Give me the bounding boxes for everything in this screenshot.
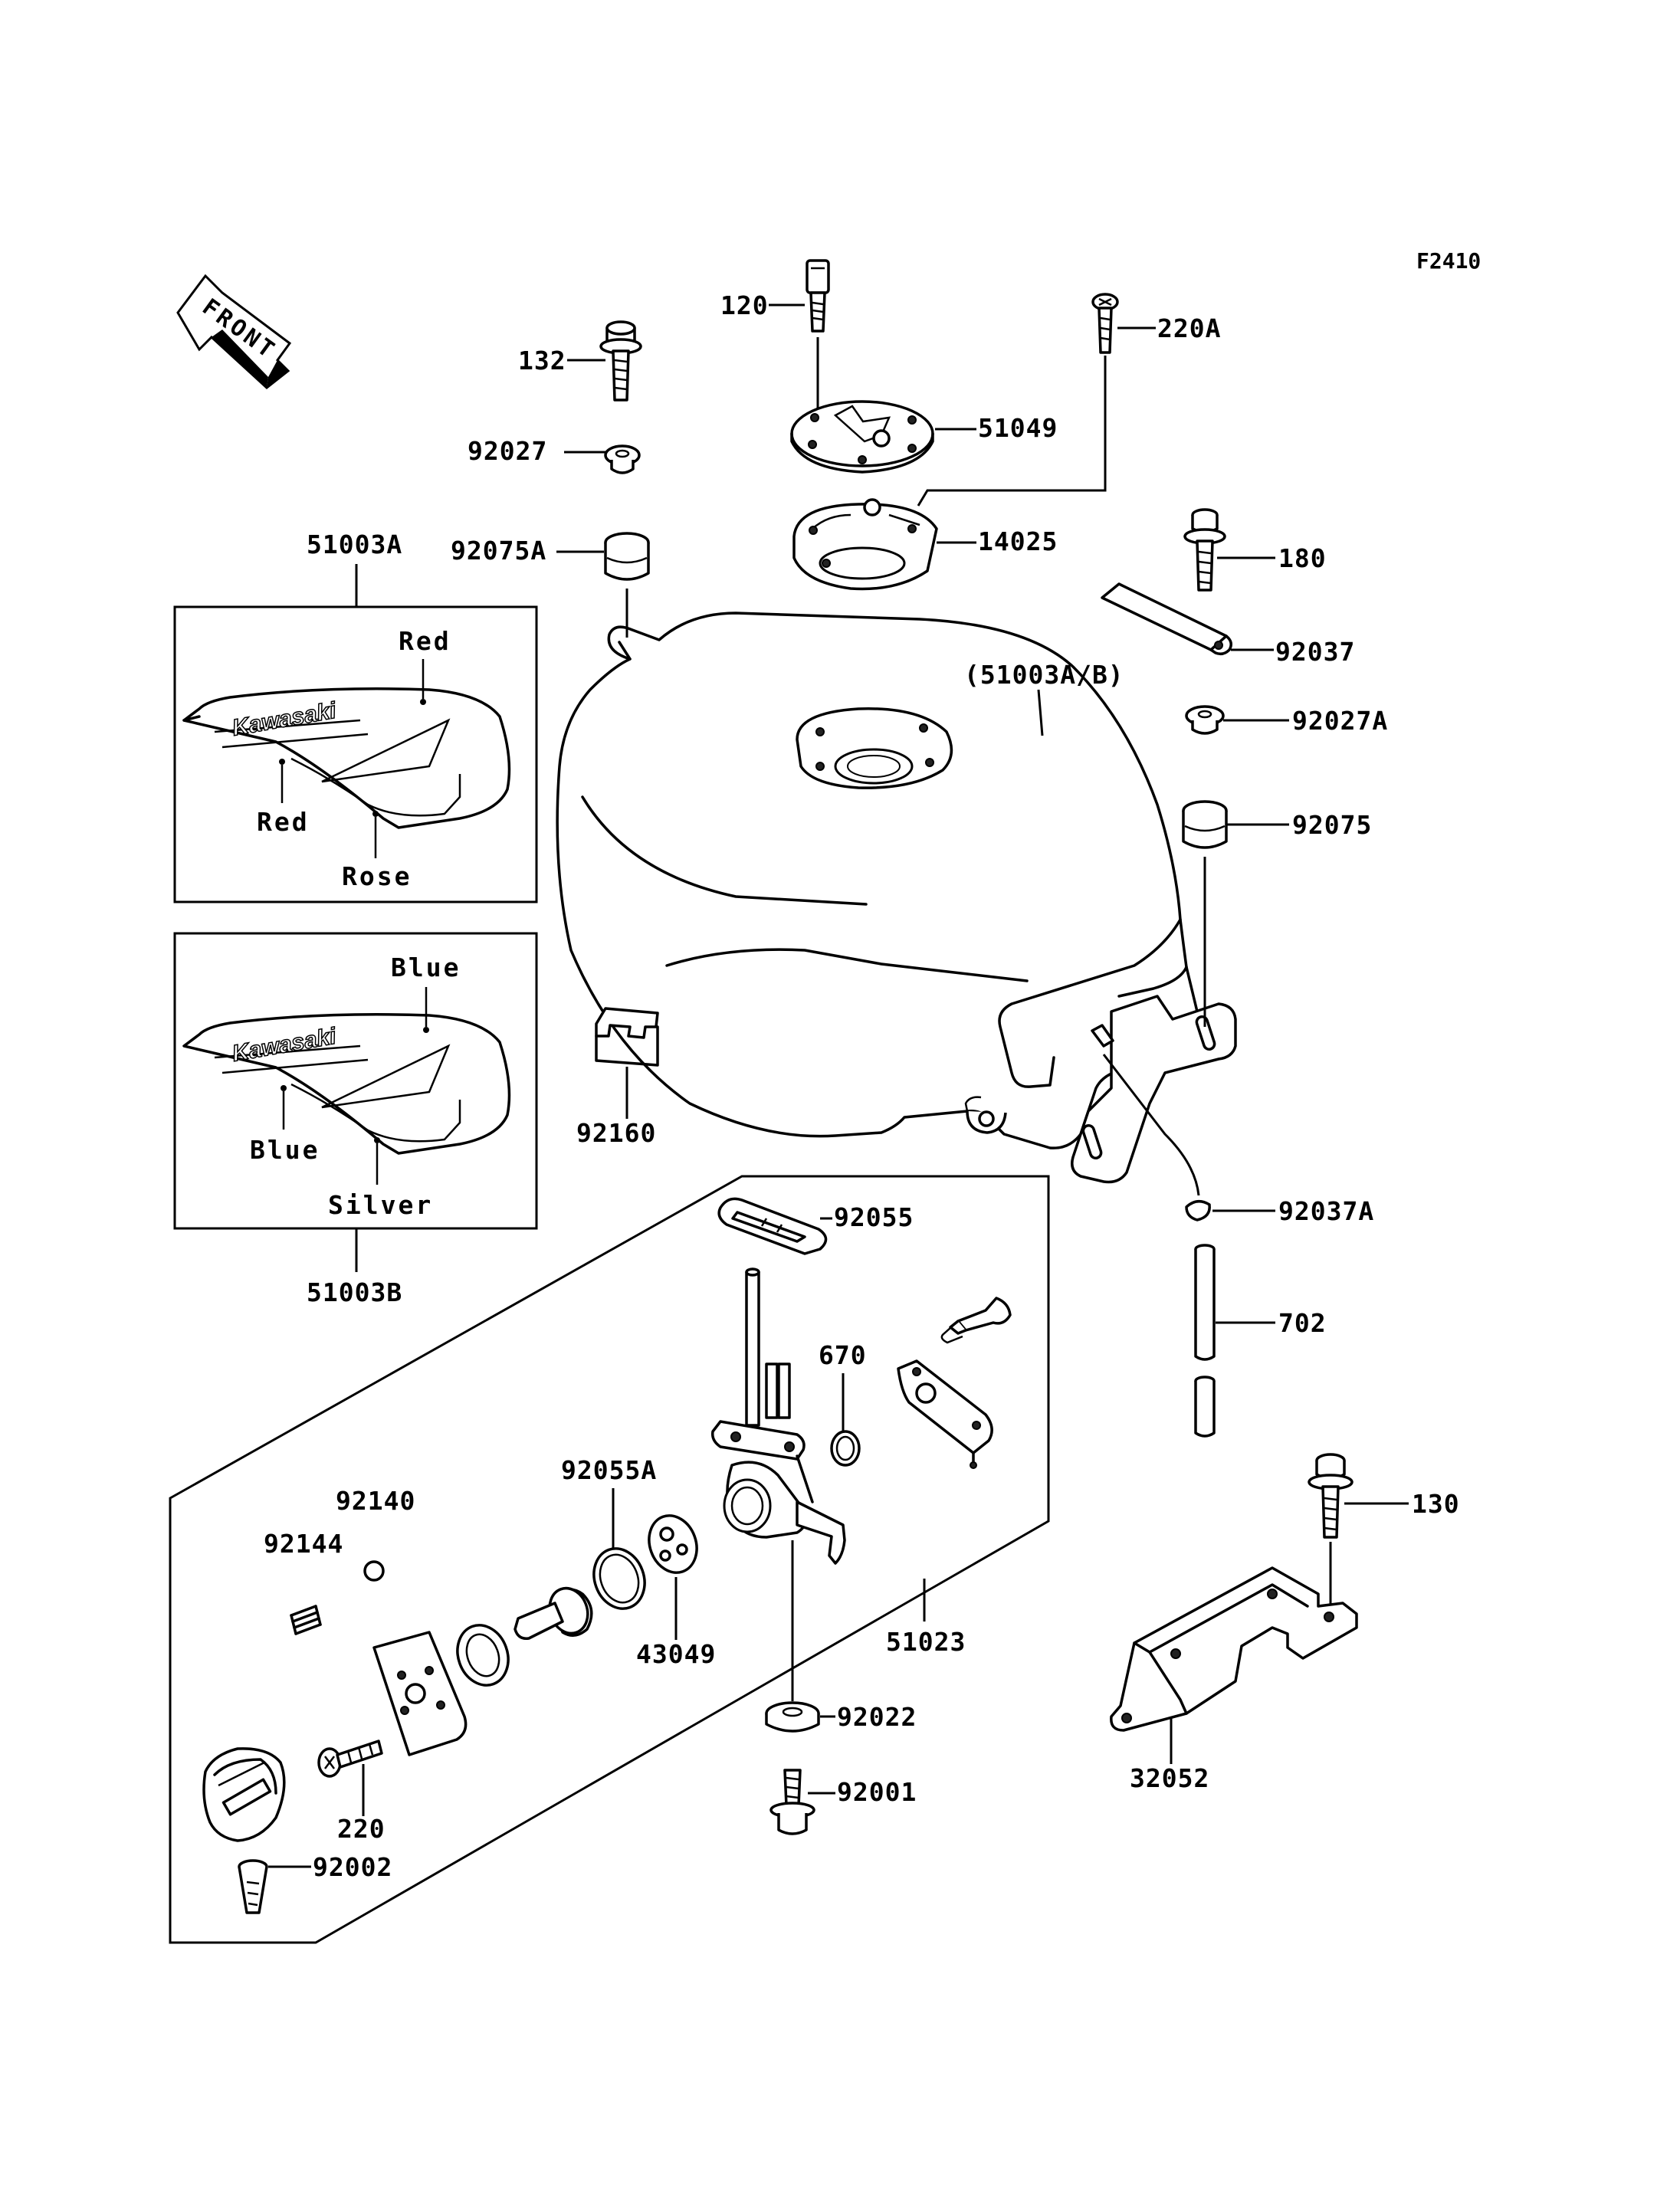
ball-92140 [363,1560,385,1582]
bolt-92001 [769,1769,815,1835]
front-direction-arrow-icon: FRONT [176,274,292,389]
callout-670: 670 [819,1340,867,1370]
decal-panel-51003a: 51003A Kawasaki Red Red Rose [173,530,538,903]
callout-51049: 51049 [978,413,1058,443]
callout-51003b: 51003B [307,1277,402,1307]
callout-92160: 92160 [576,1118,656,1148]
grommet-92075 [1182,800,1228,849]
callout-132: 132 [518,346,566,375]
filler-base-14025 [792,498,938,591]
callout-51003a: 51003A [307,530,402,559]
callout-92075a: 92075A [451,536,546,566]
bolt-120 [806,259,830,333]
bolt-180 [1183,508,1226,592]
callout-92075: 92075 [1292,810,1372,840]
seal-ring [456,1624,510,1687]
callout-92144: 92144 [264,1529,343,1559]
filler-cap-51049 [790,400,934,474]
decal-a-color-2: Red [257,807,310,837]
figure-code: F2410 [1416,248,1481,274]
screw-pump-cover [940,1297,1012,1344]
callout-92037: 92037 [1275,637,1355,667]
callout-51023: 51023 [886,1627,966,1657]
grommet-92027 [604,444,641,474]
callout-220a: 220A [1157,313,1221,343]
callout-702: 702 [1278,1308,1327,1338]
decal-a-brand: Kawasaki [230,698,338,741]
gasket-92055 [717,1197,828,1255]
decal-a-color-1: Red [399,626,451,656]
callout-120: 120 [720,290,769,320]
callout-92055: 92055 [834,1202,914,1232]
decal-b-color-2: Blue [250,1135,320,1165]
callout-14025: 14025 [978,526,1058,556]
diaphragm-cover [897,1359,993,1469]
decal-panel-51003b: Kawasaki Blue Blue Silver 51003B [173,932,538,1307]
decal-b-brand: Kawasaki [230,1024,338,1067]
screw-220 [317,1740,383,1778]
callout-92027a: 92027A [1292,706,1388,736]
callout-tank: (51003A/B) [964,660,1124,690]
strap-92037 [1101,582,1232,656]
callout-92022: 92022 [837,1702,917,1732]
fuel-cock-body-51023 [710,1267,846,1565]
decal-b-color-3: Silver [328,1190,433,1220]
o-ring-92055a [592,1547,646,1610]
rubber-92160 [595,1007,659,1067]
fuel-tank: (51003A/B) [556,612,1237,1184]
clip-92037a [1185,1199,1211,1221]
lever-knob [202,1747,286,1842]
valve-lever [514,1586,593,1640]
callout-180: 180 [1278,543,1327,573]
decal-b-color-1: Blue [391,953,461,982]
washer-92022 [765,1701,820,1733]
bolt-132 [599,320,642,402]
callout-92140: 92140 [336,1486,415,1516]
callout-220: 220 [337,1814,386,1844]
spring-92144 [290,1605,322,1635]
grommet-92075a [604,532,650,581]
callout-92037a: 92037A [1278,1196,1374,1226]
callout-92055a: 92055A [561,1455,657,1485]
decal-a-color-3: Rose [342,861,412,891]
grommet-92027a [1185,705,1225,735]
callout-92001: 92001 [837,1777,917,1807]
callout-43049: 43049 [636,1639,716,1669]
callout-130: 130 [1412,1489,1460,1519]
callout-92027: 92027 [468,436,547,466]
gasket-43049 [648,1514,698,1574]
screw-92002 [238,1859,268,1914]
bolt-130 [1308,1453,1354,1539]
bracket-32052 [1110,1566,1358,1732]
callout-92002: 92002 [313,1852,392,1882]
screw-220a [1091,293,1119,354]
fuel-cock-assembly-frame [169,1175,1050,1944]
cover-plate [372,1631,468,1756]
tube-702 [1194,1244,1216,1438]
callout-32052: 32052 [1130,1763,1209,1793]
